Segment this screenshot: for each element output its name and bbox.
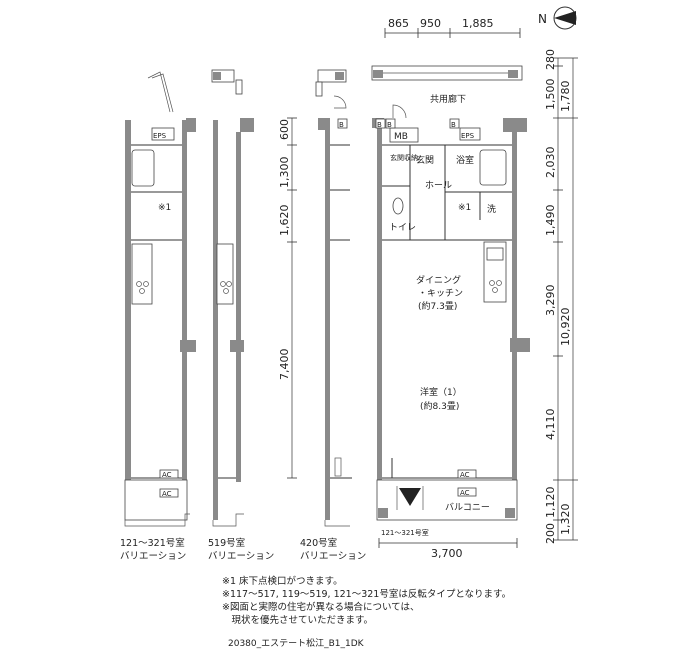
note-1: ※1 床下点検口がつきます。: [222, 576, 343, 587]
genkan-label: 玄関: [416, 154, 434, 166]
b-label-v420: B: [339, 121, 344, 129]
note-2: ※117～517, 119～519, 121～321号室は反転タイプとなります。: [222, 589, 512, 600]
genkan-storage-label: 玄関収納: [390, 153, 418, 162]
caption-519-line2: バリエーション: [208, 551, 275, 562]
ac-label-v121-2: AC: [162, 490, 172, 498]
dining-label: ダイニング: [416, 274, 461, 286]
right-dim-2030: 2,030: [544, 147, 557, 179]
note-mark-label: ※1: [458, 203, 471, 213]
caption-519: 519号室 バリエーション: [208, 537, 274, 563]
caption-121-321-line2: バリエーション: [120, 551, 187, 562]
right-dim-1320: 1,320: [559, 504, 572, 536]
top-dimension: 865 950 1,885: [384, 17, 521, 38]
right-dim-1490: 1,490: [544, 205, 557, 237]
b-label-2: B: [387, 121, 392, 129]
footer-code: 20380_エステート松江_B1_1DK: [228, 639, 364, 649]
right-dim-1120: 1,120: [544, 487, 557, 519]
note-4: 現状を優先させていただきます。: [222, 615, 374, 626]
wash-label: 洗: [487, 203, 496, 215]
caption-420-line1: 420号室: [300, 538, 338, 549]
ac-label-main-1: AC: [460, 471, 470, 479]
hall-label: ホール: [425, 180, 452, 191]
top-dim-1: 865: [388, 17, 409, 30]
left-dim-600: 600: [278, 119, 291, 140]
right-dim-10920: 10,920: [559, 308, 572, 347]
variant-420-plan: B: [315, 69, 352, 527]
caption-121-321-line1: 121～321号室: [120, 538, 185, 549]
bathroom-label: 浴室: [456, 154, 474, 166]
eps-label-v121: EPS: [153, 132, 167, 140]
right-dim-200: 200: [544, 523, 557, 544]
notes: ※1 床下点検口がつきます。 ※117～517, 119～519, 121～32…: [222, 575, 511, 627]
caption-519-line1: 519号室: [208, 538, 246, 549]
eps-label: EPS: [461, 132, 475, 140]
variant-121-321-plan: EPS ※1 AC AC: [124, 71, 196, 527]
main-unit: 共用廊下 MB EPS B B B 玄関 玄関収納 浴室 ホール: [371, 65, 530, 537]
right-dim-4110: 4,110: [544, 409, 557, 441]
left-dim-1620: 1,620: [278, 205, 291, 237]
caption-420-line2: バリエーション: [300, 551, 367, 562]
ac-label-main-2: AC: [460, 489, 470, 497]
b-label-3: B: [451, 121, 456, 129]
b-label-1: B: [377, 121, 382, 129]
compass-north-label: N: [538, 12, 547, 26]
balcony-label: バルコニー: [445, 502, 490, 513]
right-dim-3290: 3,290: [544, 285, 557, 317]
bottom-dim-label: 3,700: [431, 547, 463, 560]
caption-420: 420号室 バリエーション: [300, 537, 366, 563]
left-dim-7400: 7,400: [278, 349, 291, 381]
ac-label-v121-1: AC: [162, 471, 172, 479]
bottom-dimension: 3,700: [378, 538, 518, 560]
left-dimensions: 600 1,300 1,620 7,400: [278, 117, 297, 479]
dining-size-label: (約7.3畳): [418, 300, 457, 312]
kitchen-label: ・キッチン: [418, 288, 463, 299]
right-dimensions: 280 1,500 2,030 1,490 3,290 4,110 1,120 …: [544, 49, 578, 544]
top-dim-3: 1,885: [462, 17, 494, 30]
right-dim-1780: 1,780: [559, 81, 572, 113]
note-3: ※図面と実際の住宅が異なる場合については、: [222, 602, 420, 613]
toilet-label: トイレ: [389, 223, 416, 233]
top-dim-2: 950: [420, 17, 441, 30]
compass: N: [538, 6, 577, 30]
right-dim-1500: 1,500: [544, 79, 557, 111]
caption-121-321: 121～321号室 バリエーション: [120, 537, 186, 563]
variant-519-plan: [211, 69, 254, 527]
western-room-label: 洋室（1）: [420, 386, 462, 398]
western-size-label: (約8.3畳): [420, 400, 459, 412]
mb-label: MB: [394, 132, 408, 142]
corridor-label: 共用廊下: [430, 93, 466, 105]
left-dim-1300: 1,300: [278, 157, 291, 189]
note-mark-v121: ※1: [158, 203, 171, 213]
variant-121-label: 121～321号室: [381, 528, 429, 537]
right-dim-280: 280: [544, 49, 557, 70]
